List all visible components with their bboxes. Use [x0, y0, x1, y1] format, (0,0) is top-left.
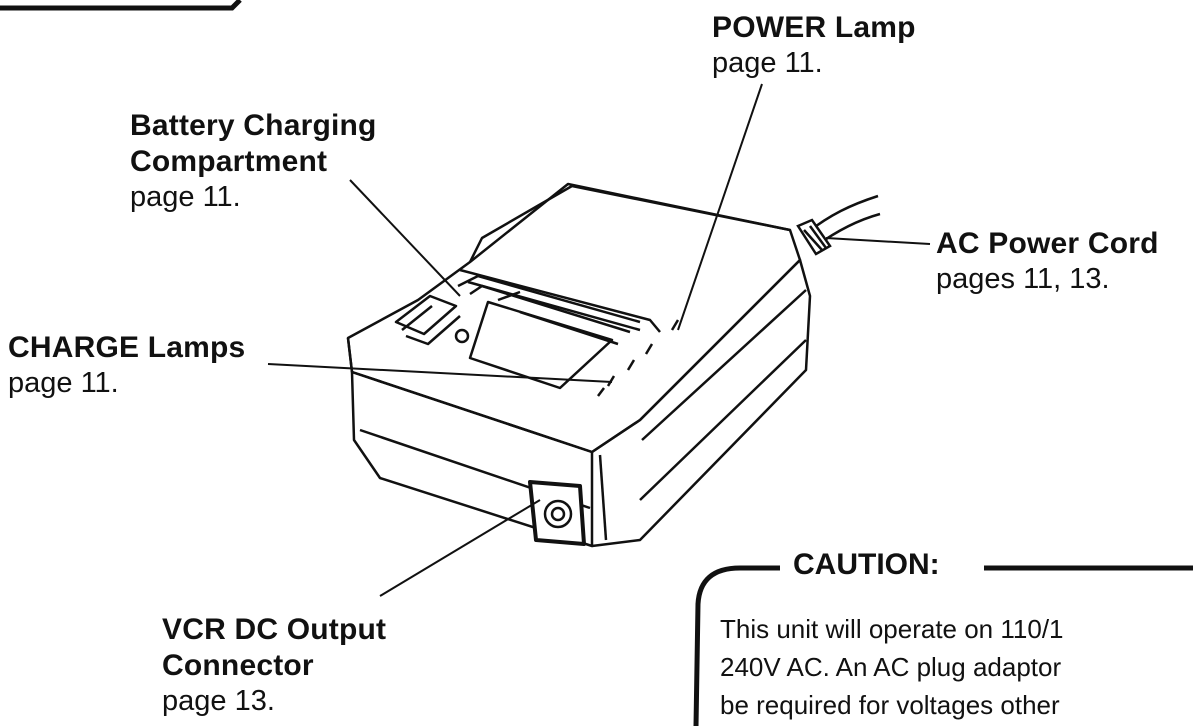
label-power-lamp: POWER Lamp page 11. [712, 10, 916, 81]
caution-box-border [693, 565, 1193, 726]
label-charge-lamps: CHARGE Lamps page 11. [8, 330, 245, 401]
vcr-page-ref: page 13. [162, 685, 275, 717]
battery-page-ref: page 11. [130, 181, 241, 213]
power-page-ref: page 11. [712, 47, 823, 79]
battery-title-line1: Battery Charging [130, 109, 377, 142]
vcr-title-line1: VCR DC Output [162, 613, 387, 646]
leader-vcr [379, 499, 541, 597]
leader-lines [267, 83, 931, 597]
leader-power [677, 83, 763, 331]
charger-body [346, 182, 812, 548]
caution-line-1: This unit will operate on 110/1 [720, 614, 1064, 644]
ac-cord-drawing [796, 194, 881, 256]
leader-charge [267, 363, 613, 383]
label-ac-power-cord: AC Power Cord pages 11, 13. [936, 226, 1159, 297]
battery-title-line2: Compartment [130, 145, 328, 178]
caution-title: CAUTION: [785, 548, 948, 582]
label-vcr-dc-output-connector: VCR DC Output Connector page 13. [162, 612, 386, 719]
charge-title: CHARGE Lamps [8, 331, 246, 364]
caution-line-3: be required for voltages other [720, 690, 1060, 720]
leader-ac-cord [825, 237, 931, 245]
ac-cord-page-ref: pages 11, 13. [936, 263, 1110, 295]
caution-line-2: 240V AC. An AC plug adaptor [720, 652, 1062, 682]
ac-cord-title: AC Power Cord [936, 227, 1159, 260]
charge-page-ref: page 11. [8, 367, 119, 399]
vcr-title-line2: Connector [162, 649, 314, 682]
power-title: POWER Lamp [712, 11, 916, 44]
leader-battery [349, 179, 461, 297]
caution-text: This unit will operate on 110/1 240V AC.… [720, 610, 1190, 724]
heading-underline-fragment [0, 0, 242, 11]
label-battery-charging-compartment: Battery Charging Compartment page 11. [130, 108, 377, 215]
